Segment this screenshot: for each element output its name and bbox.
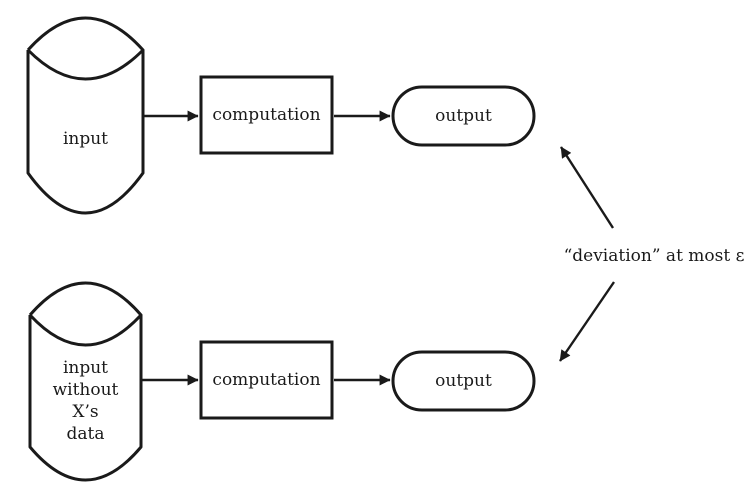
arrow-deviation-to-output-top	[559, 146, 615, 229]
input-cylinder-top	[26, 16, 145, 215]
computation-box-top	[199, 75, 334, 155]
output-label-bottom: output	[435, 370, 492, 391]
output-stadium-top	[391, 85, 536, 147]
output-stadium-bottom	[391, 350, 536, 412]
computation-box-bottom	[199, 340, 334, 420]
input-label-bottom-line1: input	[62, 358, 109, 378]
input-label-bottom: input without X’s data	[53, 357, 119, 445]
output-label-top: output	[435, 105, 492, 126]
arrow-deviation-to-output-bottom	[559, 281, 615, 362]
input-label-bottom-line3: X’s	[72, 402, 99, 422]
input-cylinder-bottom	[28, 281, 143, 482]
deviation-annotation-label: “deviation” at most ε	[563, 245, 745, 266]
input-label-bottom-line2: without	[52, 380, 119, 400]
input-label-top: input	[62, 128, 109, 149]
input-label-bottom-line4: data	[66, 424, 105, 444]
computation-label-top: computation	[212, 104, 321, 125]
computation-label-bottom: computation	[212, 369, 321, 390]
